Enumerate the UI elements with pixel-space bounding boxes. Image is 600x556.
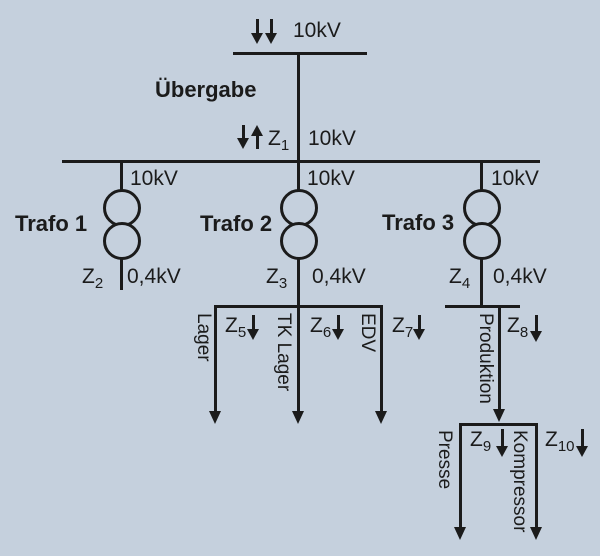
z1-base: Z (268, 127, 281, 150)
z6-base: Z (310, 314, 323, 337)
z1-sub: 1 (280, 137, 290, 155)
trafo1-symbol-icon (103, 222, 141, 260)
impedance-label-z10: Z10 (545, 428, 575, 454)
z4-sub: 4 (461, 275, 471, 293)
load-arrow-icon (332, 315, 344, 340)
z5-sub: 5 (237, 324, 247, 342)
flow-down-arrow-icon (237, 125, 249, 149)
trafo1-hv-label: 10kV (130, 167, 178, 190)
impedance-label-z1: Z1 (268, 127, 289, 153)
trafo2-lv-label: 0,4kV (312, 265, 366, 288)
arrowhead-icon (375, 411, 387, 424)
load-arrow-icon (413, 315, 425, 340)
feeder-kompressor-line (535, 423, 538, 528)
trafo1-name-label: Trafo 1 (15, 211, 88, 236)
z7-sub: 7 (404, 324, 414, 342)
impedance-label-z8: Z8 (507, 314, 528, 340)
infeed-riser-line (297, 55, 300, 163)
trafo2-hv-label: 10kV (307, 167, 355, 190)
load-arrow-icon (530, 315, 542, 342)
trafo3-lv-busbar (445, 305, 520, 308)
load-arrow-icon (247, 315, 259, 340)
arrowhead-icon (530, 527, 542, 540)
impedance-label-z9: Z9 (470, 428, 491, 454)
impedance-label-z6: Z6 (310, 314, 331, 340)
feeder-presse-line (459, 423, 462, 528)
z10-base: Z (545, 428, 558, 451)
feeder-tklager-line (297, 305, 300, 412)
z1-voltage-label: 10kV (308, 127, 356, 150)
impedance-label-z4: Z4 (449, 265, 470, 291)
feeder-edv-label: EDV (357, 313, 378, 353)
feeder-kompressor-label: Kompressor (509, 430, 530, 533)
z9-base: Z (470, 428, 483, 451)
top-voltage-label: 10kV (293, 19, 341, 42)
arrowhead-icon (493, 409, 505, 422)
z10-sub: 10 (557, 438, 575, 456)
trafo1-lv-label: 0,4kV (127, 265, 181, 288)
trafo3-symbol-icon (463, 222, 501, 260)
load-arrow-icon (576, 429, 588, 457)
z2-base: Z (82, 265, 95, 288)
trafo2-symbol-icon (280, 222, 318, 260)
z8-base: Z (507, 314, 520, 337)
trafo3-hv-label: 10kV (491, 167, 539, 190)
z8-sub: 8 (519, 324, 529, 342)
z3-sub: 3 (278, 275, 288, 293)
uebergabe-label: Übergabe (155, 77, 257, 102)
trafo3-lv-label: 0,4kV (493, 265, 547, 288)
feeder-presse-label: Presse (434, 430, 455, 490)
feeder-lager-line (214, 305, 217, 412)
trafo3-name-label: Trafo 3 (382, 210, 455, 235)
feeder-produktion-label: Produktion (475, 313, 496, 404)
main-busbar (62, 160, 540, 163)
infeed-busbar (233, 52, 367, 55)
feeder-tklager-label: TK Lager (273, 313, 294, 392)
z3-base: Z (266, 265, 279, 288)
infeed-down-arrow-icon (251, 19, 263, 44)
impedance-label-z5: Z5 (225, 314, 246, 340)
flow-up-arrow-icon (251, 125, 263, 149)
arrowhead-icon (292, 411, 304, 424)
impedance-label-z2: Z2 (82, 265, 103, 291)
z9-sub: 9 (482, 438, 492, 456)
arrowhead-icon (209, 411, 221, 424)
load-arrow-icon (496, 429, 508, 457)
z6-sub: 6 (322, 324, 332, 342)
z2-sub: 2 (94, 275, 104, 293)
impedance-label-z7: Z7 (392, 314, 413, 340)
z5-base: Z (225, 314, 238, 337)
feeder-lager-label: Lager (193, 313, 214, 362)
impedance-label-z3: Z3 (266, 265, 287, 291)
produktion-busbar (459, 423, 538, 426)
trafo2-name-label: Trafo 2 (200, 211, 273, 236)
feeder-edv-line (380, 305, 383, 412)
feeder-produktion-line (498, 305, 501, 410)
z4-base: Z (449, 265, 462, 288)
arrowhead-icon (454, 527, 466, 540)
infeed-down-arrow-icon (265, 19, 277, 44)
z7-base: Z (392, 314, 405, 337)
